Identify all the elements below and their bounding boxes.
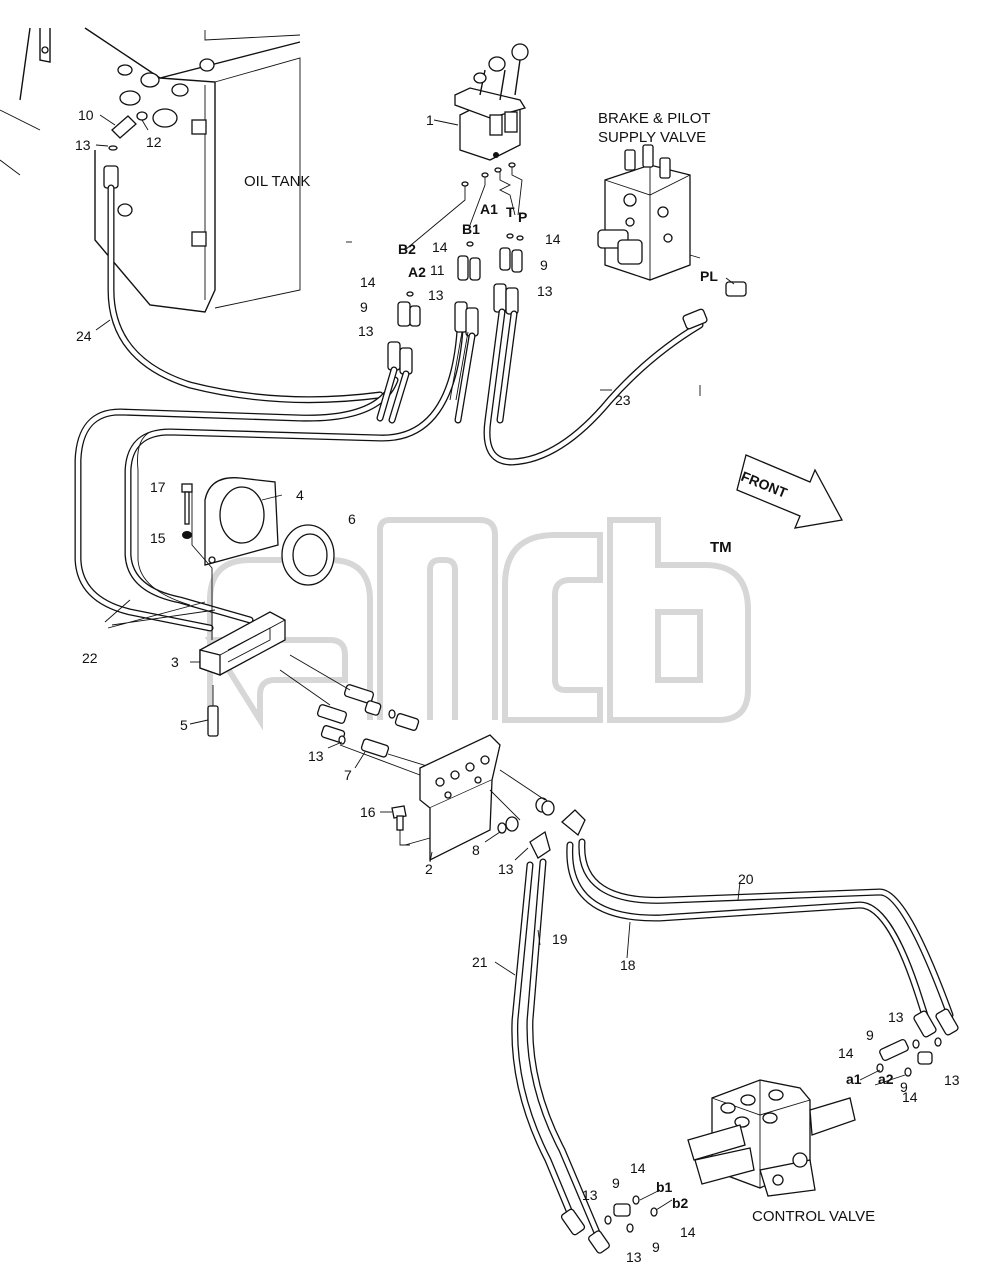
part-number: 14 [902, 1089, 918, 1105]
part-number: 3 [171, 654, 179, 670]
brake-pilot-supply-valve [597, 144, 747, 297]
hose-24 [107, 184, 384, 404]
brake-valve-caption-1: BRAKE & PILOT [598, 110, 711, 127]
control-valve [687, 1079, 856, 1197]
pilot-port-adapters [387, 233, 524, 375]
part-number: 1 [426, 112, 434, 128]
part-number: 13 [626, 1249, 642, 1265]
part-number: 15 [150, 530, 166, 546]
grommet-ring [281, 524, 335, 586]
part-number: 14 [545, 231, 561, 247]
oil-tank-caption: OIL TANK [244, 173, 310, 190]
part-number: 14 [360, 274, 376, 290]
part-number: 17 [150, 479, 166, 495]
part-number: 24 [76, 328, 92, 344]
port-label-a2-pilot: A2 [408, 264, 426, 280]
watermark-logo [204, 517, 751, 731]
locating-pin [207, 685, 219, 737]
part-number: 20 [738, 871, 754, 887]
part-number: 21 [472, 954, 488, 970]
port-label-a1: a1 [846, 1071, 862, 1087]
part-number: 13 [428, 287, 444, 303]
pilot-valve-port-leaders [404, 162, 523, 251]
hose-clamp-plate [204, 477, 279, 566]
part-number: 13 [75, 137, 91, 153]
control-valve-adapters [604, 1037, 942, 1233]
part-number: 16 [360, 804, 376, 820]
part-number: 9 [540, 257, 548, 273]
hose-bundle-22 [74, 326, 464, 632]
pilot-control-valve [454, 43, 529, 161]
part-number: 7 [344, 767, 352, 783]
port-label-b2: b2 [672, 1195, 689, 1211]
part-number: 23 [615, 392, 631, 408]
port-label-b2-pilot: B2 [398, 241, 416, 257]
brake-valve-caption-2: SUPPLY VALVE [598, 129, 706, 146]
hose-bracket-block [199, 611, 286, 676]
part-number: 13 [358, 323, 374, 339]
clamp-bolt [181, 483, 213, 640]
part-number: 10 [78, 107, 94, 123]
part-number: 8 [472, 842, 480, 858]
leader-22 [104, 599, 216, 629]
part-number: 14 [838, 1045, 854, 1061]
part-number: 13 [498, 861, 514, 877]
mounting-bolt [391, 805, 407, 831]
part-number: 6 [348, 511, 356, 527]
part-number: 13 [537, 283, 553, 299]
port-label-a2: a2 [878, 1071, 894, 1087]
part-number: 13 [888, 1009, 904, 1025]
part-number: 9 [360, 299, 368, 315]
oil-tank [0, 27, 301, 313]
port-label-t: T [506, 204, 515, 220]
plate-rear-fittings [489, 769, 586, 859]
part-number: 12 [146, 134, 162, 150]
part-number: 13 [582, 1187, 598, 1203]
part-number: 19 [552, 931, 568, 947]
hose-23 [483, 308, 708, 466]
part-number: 5 [180, 717, 188, 733]
port-label-p: P [518, 209, 527, 225]
control-valve-caption: CONTROL VALVE [752, 1208, 875, 1225]
port-label-pl: PL [700, 268, 718, 284]
hose-18-20 [566, 838, 959, 1038]
hose-19-21 [511, 858, 610, 1254]
part-number: 2 [425, 861, 433, 877]
port-label-b1: b1 [656, 1179, 673, 1195]
part-number: 14 [680, 1224, 696, 1240]
bulkhead-plate [399, 734, 501, 862]
part-number: 22 [82, 650, 98, 666]
part-number: 9 [866, 1027, 874, 1043]
part-number: 13 [308, 748, 324, 764]
trademark-mark: TM [710, 539, 732, 556]
port-labels: A1 B1 B2 A2 T P PL a1 a2 b1 b2 [398, 201, 894, 1211]
part-number: 14 [630, 1160, 646, 1176]
part-number: 4 [296, 487, 304, 503]
part-number: 9 [612, 1175, 620, 1191]
bulkhead-fittings [279, 654, 441, 776]
part-number: 18 [620, 957, 636, 973]
port-label-a1-pilot: A1 [480, 201, 498, 217]
part-number: 13 [944, 1072, 960, 1088]
part-number: 14 [432, 239, 448, 255]
part-number: 11 [430, 262, 445, 278]
part-number-labels: 1 2 3 4 5 6 7 8 9 9 9 9 9 9 10 11 12 13 … [75, 107, 960, 1265]
tank-elbow-fitting [103, 111, 148, 189]
pilot-valve-hoses [376, 331, 476, 424]
callout-leaders [95, 114, 906, 1211]
front-direction-arrow: FRONT [736, 454, 844, 529]
part-number: 9 [900, 1079, 908, 1095]
port-label-b1-pilot: B1 [462, 221, 480, 237]
part-number: 9 [652, 1239, 660, 1255]
